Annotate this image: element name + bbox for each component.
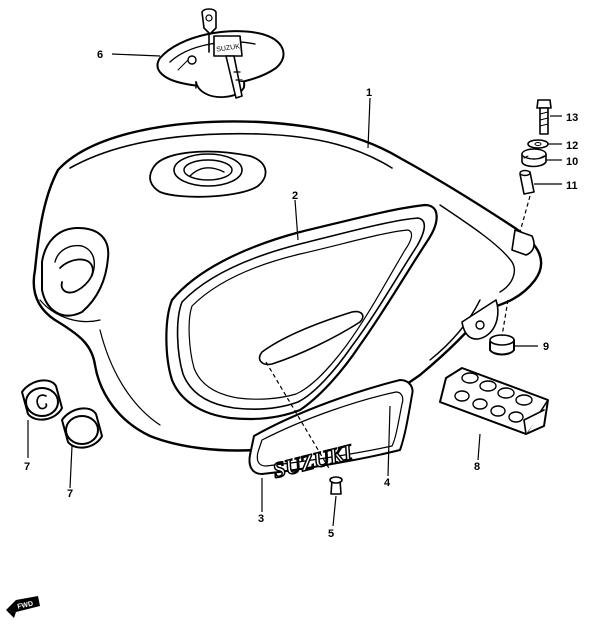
bolt-13 xyxy=(536,99,552,135)
fuel-cap-assembly: SUZUKI xyxy=(156,8,285,99)
callout-4: 4 xyxy=(384,477,391,489)
callout-8: 8 xyxy=(474,461,480,473)
filler-neck xyxy=(149,150,267,198)
callout-7a: 7 xyxy=(24,461,30,473)
knee-recess-front xyxy=(39,227,110,323)
grommet-9 xyxy=(489,334,515,356)
callout-7b: 7 xyxy=(67,488,73,500)
leader-lines xyxy=(27,53,562,527)
callout-2: 2 xyxy=(292,190,298,202)
cushion-10 xyxy=(521,148,547,168)
callout-11: 11 xyxy=(566,180,578,192)
emblem-screw xyxy=(329,476,343,495)
fwd-text: FWD xyxy=(17,601,34,611)
callout-9: 9 xyxy=(543,341,549,353)
collar-11 xyxy=(519,169,535,195)
rubber-mount-block xyxy=(439,367,549,435)
callout-10: 10 xyxy=(566,156,578,168)
callout-1: 1 xyxy=(366,87,372,99)
key-tag-text: SUZUKI xyxy=(216,43,242,54)
cushion-7a xyxy=(21,379,63,421)
callout-13: 13 xyxy=(566,112,578,124)
cushion-7b xyxy=(61,407,103,449)
callout-labels: 1 2 3 4 5 6 7 7 8 9 10 11 12 13 xyxy=(24,49,578,540)
callout-12: 12 xyxy=(566,140,578,152)
washer-12 xyxy=(527,139,549,149)
side-stripe-decal xyxy=(165,203,438,421)
fuel-tank xyxy=(32,120,543,452)
forward-direction-badge: FWD xyxy=(6,596,40,618)
callout-5: 5 xyxy=(328,528,334,540)
callout-6: 6 xyxy=(97,49,103,61)
callout-3: 3 xyxy=(258,513,264,525)
